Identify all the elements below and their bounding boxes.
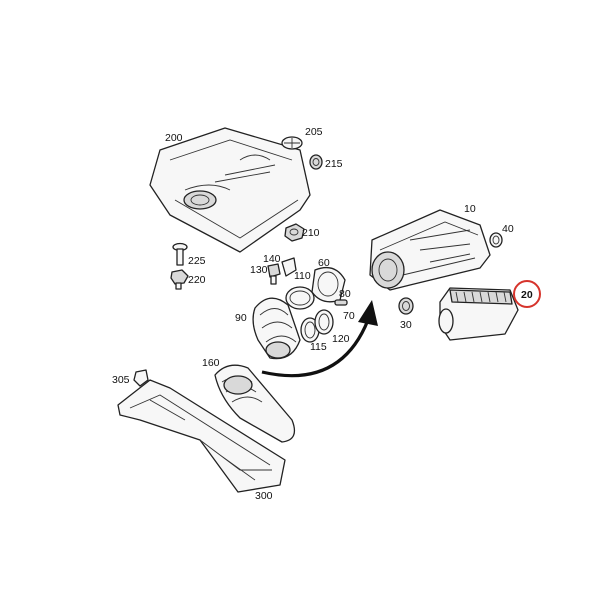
direction-arrow <box>261 300 378 378</box>
part-label-90: 90 <box>235 312 247 324</box>
part-label-300: 300 <box>255 490 273 502</box>
part-label-200: 200 <box>165 132 183 144</box>
part-label-30: 30 <box>400 319 412 331</box>
seal-ring-120 <box>314 309 334 335</box>
part-label-130: 130 <box>250 264 268 276</box>
part-label-80: 80 <box>339 288 351 300</box>
fitting-40 <box>489 232 503 248</box>
clip-305 <box>133 369 149 387</box>
part-label-120: 120 <box>332 333 350 345</box>
part-label-20: 20 <box>521 289 533 301</box>
intake-hose-90 <box>252 297 301 360</box>
clip-140 <box>281 257 297 277</box>
part-label-140: 140 <box>263 253 281 265</box>
bolt-130 <box>267 263 281 285</box>
nut-210 <box>284 223 305 242</box>
engine-cover <box>149 127 311 253</box>
part-label-10: 10 <box>464 203 476 215</box>
stud-225 <box>172 242 188 266</box>
grommet-215 <box>309 154 323 170</box>
highlight-ring-20 <box>513 280 541 308</box>
part-label-205: 205 <box>305 126 323 138</box>
clamp-80 <box>334 299 348 306</box>
part-label-220: 220 <box>188 274 206 286</box>
part-label-115: 115 <box>310 341 327 353</box>
part-label-60: 60 <box>318 257 330 269</box>
part-label-110: 110 <box>294 270 311 282</box>
support-bracket-300 <box>117 379 286 493</box>
hose-clamp-110 <box>285 286 315 310</box>
emblem-star <box>281 136 303 150</box>
part-label-160: 160 <box>202 357 220 369</box>
air-filter-housing <box>369 209 491 291</box>
part-label-215: 215 <box>325 158 343 170</box>
gasket-30 <box>398 297 414 315</box>
intake-duct-160 <box>214 364 296 443</box>
part-label-40: 40 <box>502 223 514 235</box>
part-label-70: 70 <box>343 310 355 322</box>
bolt-220 <box>170 269 189 290</box>
part-label-225: 225 <box>188 255 206 267</box>
air-filter-element <box>438 287 519 341</box>
part-label-210: 210 <box>302 227 320 239</box>
part-label-305: 305 <box>112 374 130 386</box>
